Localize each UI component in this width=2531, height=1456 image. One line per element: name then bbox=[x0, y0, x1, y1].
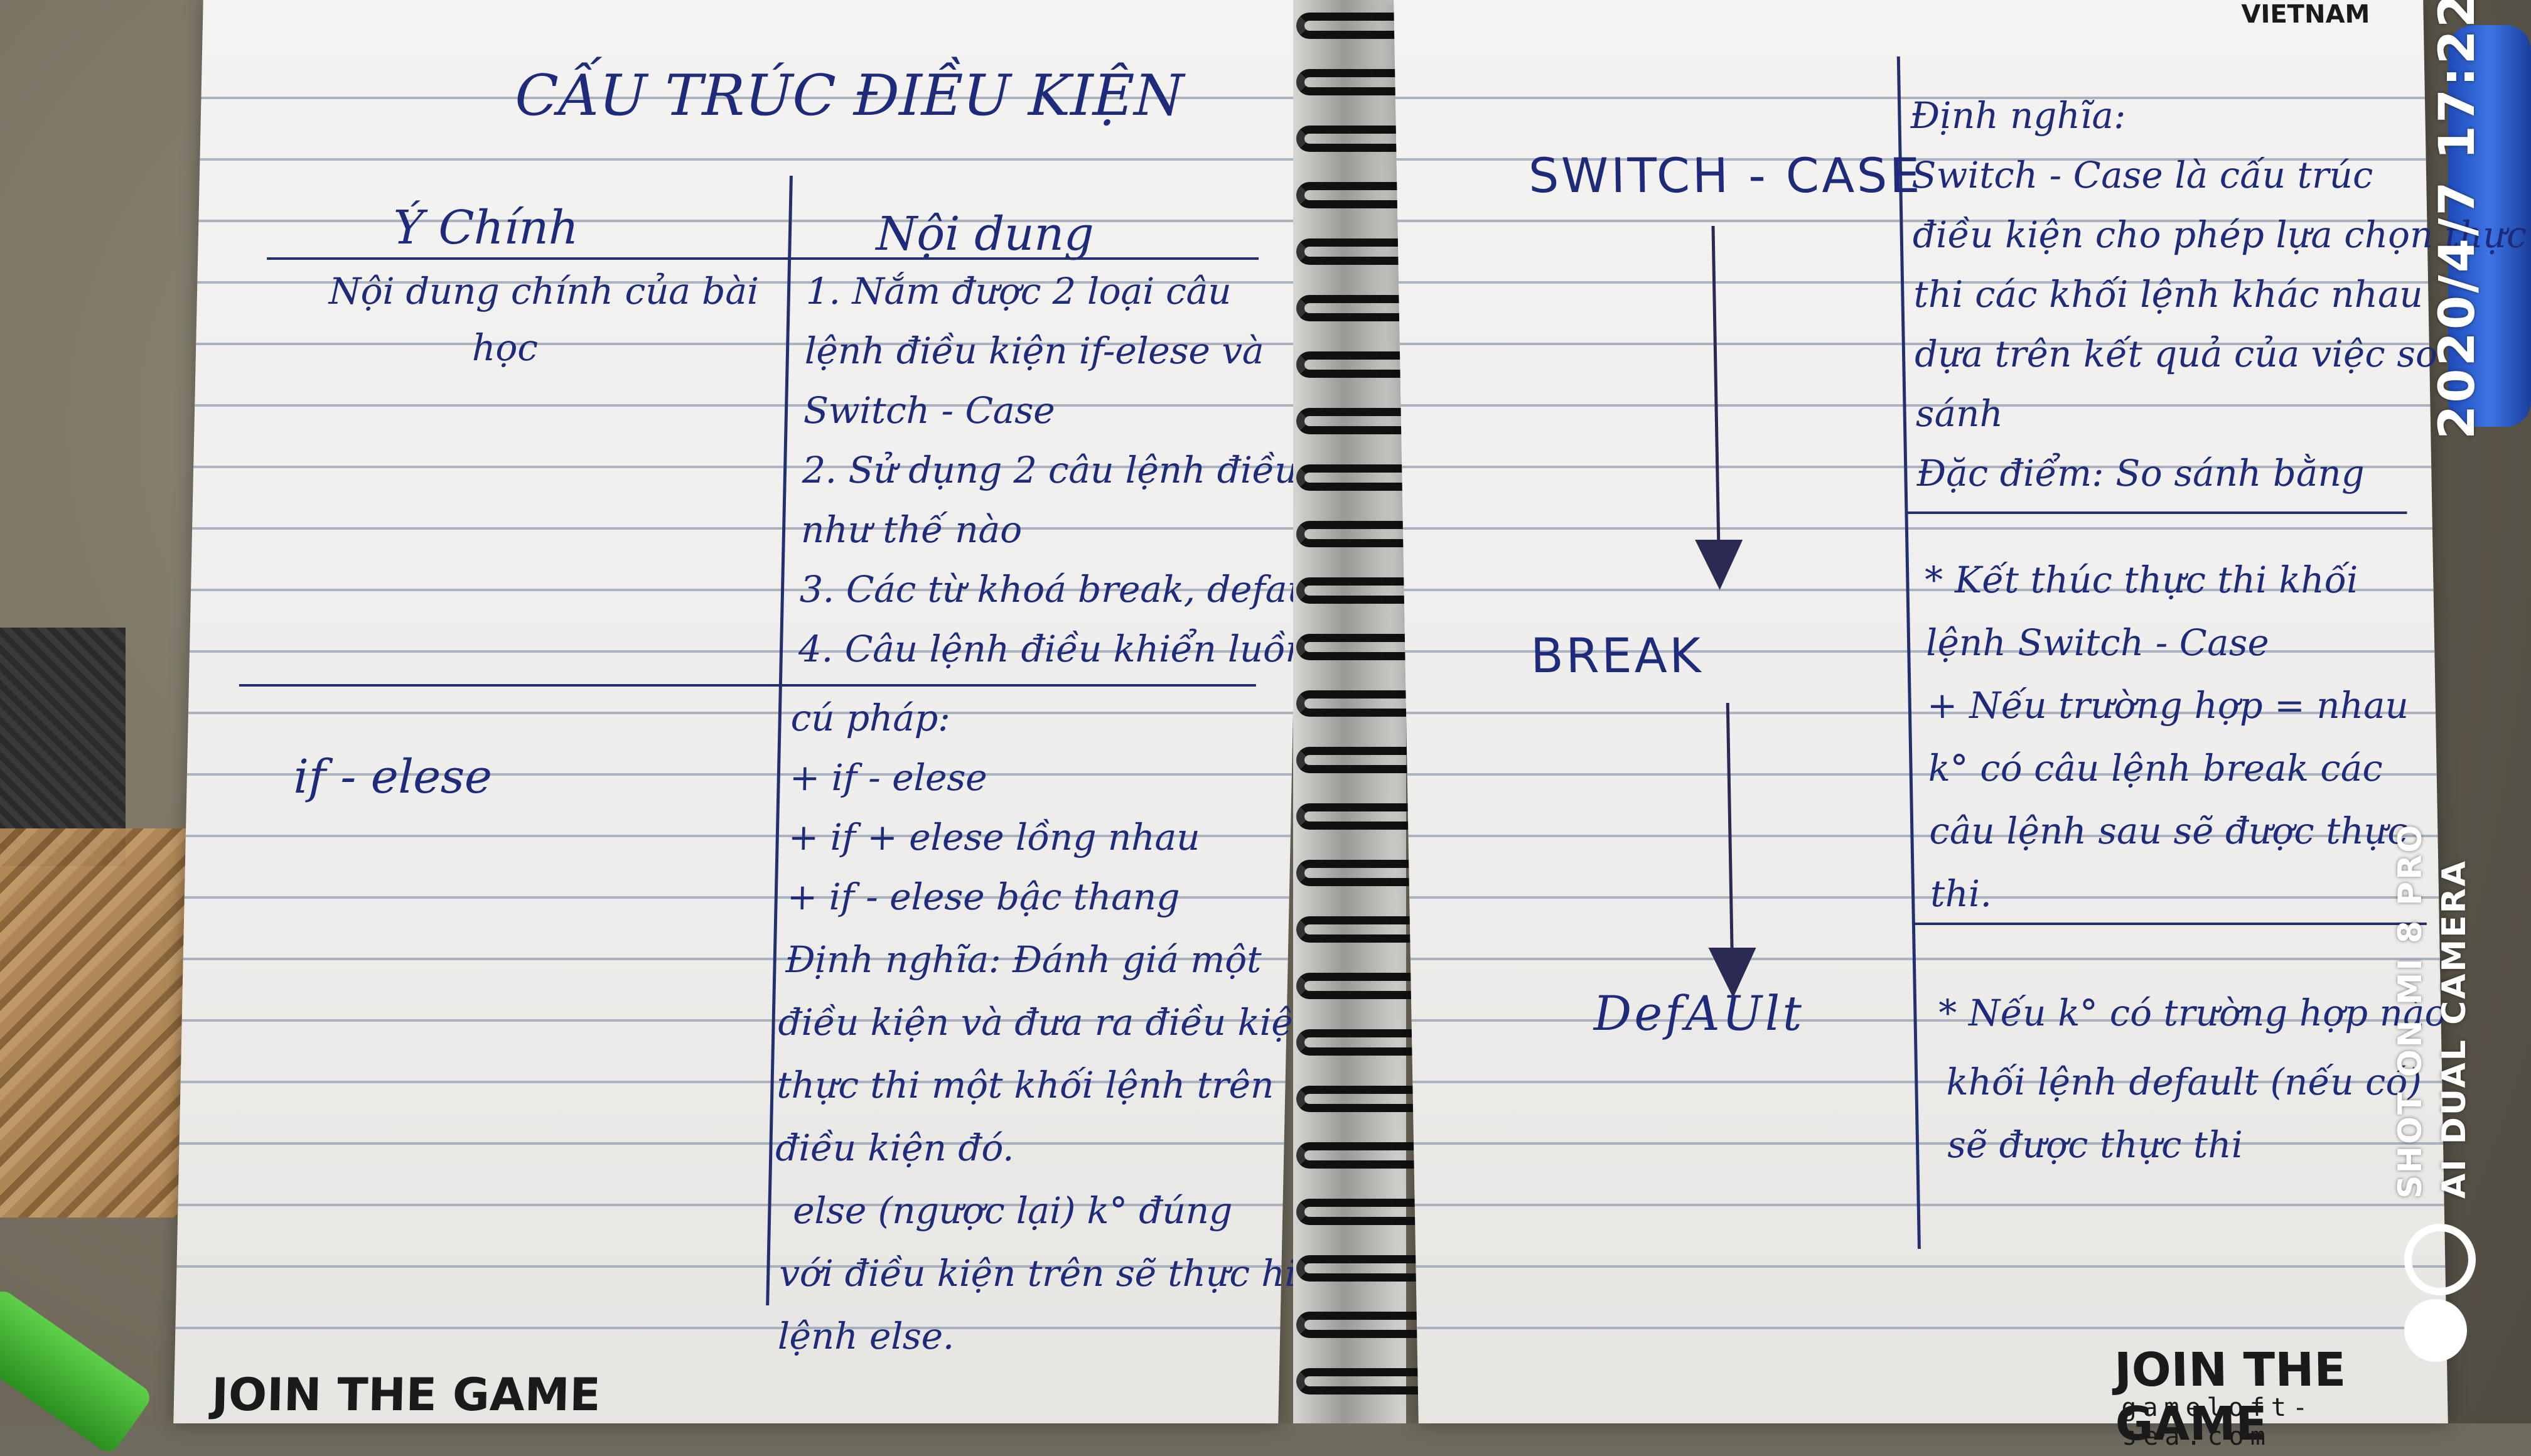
spiral-coil bbox=[1296, 351, 1431, 378]
content-line: + if + elese lồng nhau bbox=[788, 816, 1201, 859]
content-line: + if - elese bậc thang bbox=[787, 875, 1181, 918]
break-line: k° có câu lệnh break các bbox=[1927, 747, 2383, 790]
camera-logo-dot-icon bbox=[2404, 1299, 2467, 1362]
header-underline bbox=[267, 257, 1259, 260]
content-line: với điều kiện trên sẽ thực hiện bbox=[778, 1252, 1342, 1295]
notebook-right-page: VIETNAM SWITCH - CASE BREAK DefAUlt Định… bbox=[1394, 0, 2527, 1451]
section-divider bbox=[1905, 511, 2407, 514]
definition-line: Định nghĩa: bbox=[1910, 94, 2127, 137]
label-break: BREAK bbox=[1530, 628, 1704, 683]
spiral-coil bbox=[1296, 1368, 1431, 1394]
spiral-coil bbox=[1296, 1086, 1431, 1112]
brand-header-tag: VIETNAM bbox=[2241, 0, 2370, 29]
content-line: điều kiện đó. bbox=[775, 1127, 1015, 1169]
definition-line: Switch - Case là cấu trúc bbox=[1911, 154, 2373, 196]
content-line: 1. Nắm được 2 loại câu bbox=[805, 270, 1232, 313]
spiral-coil bbox=[1296, 860, 1431, 886]
ruled-lines bbox=[174, 38, 1308, 1373]
spiral-coil bbox=[1296, 577, 1431, 604]
main-idea-1-line1: Nội dung chính của bài bbox=[328, 270, 760, 313]
camera-watermark-line2: AI DUAL CAMERA bbox=[2436, 859, 2473, 1199]
camera-logo-icon bbox=[2404, 1224, 2476, 1295]
spiral-coil bbox=[1296, 1199, 1431, 1225]
default-line: * Nếu k° có trường hợp nào bbox=[1938, 992, 2447, 1034]
camera-watermark-line1: SHOT ON MI 8 PRO bbox=[2392, 823, 2429, 1199]
content-line: Định nghĩa: Đánh giá một bbox=[785, 938, 1262, 981]
content-line: lệnh điều kiện if-elese và bbox=[804, 329, 1265, 372]
definition-line: thi các khối lệnh khác nhau bbox=[1913, 273, 2424, 316]
brand-join-the-game: JOIN THE GAME bbox=[211, 1368, 601, 1421]
main-idea-1-line2: học bbox=[471, 326, 539, 369]
label-default: DefAUlt bbox=[1593, 985, 1805, 1041]
default-line: sẽ được thực thi bbox=[1947, 1123, 2244, 1166]
definition-line: dựa trên kết quả của việc so bbox=[1914, 333, 2438, 375]
break-line: câu lệnh sau sẽ được thực bbox=[1928, 810, 2409, 852]
spiral-coil bbox=[1296, 1029, 1431, 1056]
break-line: + Nếu trường hợp = nhau bbox=[1926, 684, 2409, 727]
definition-line: Đặc điểm: So sánh bằng bbox=[1916, 452, 2365, 495]
content-line: thực thi một khối lệnh trên bbox=[776, 1064, 1275, 1106]
spiral-coil bbox=[1296, 916, 1431, 943]
content-line: + if - elese bbox=[789, 756, 988, 799]
break-line: * Kết thúc thực thi khối bbox=[1924, 559, 2359, 601]
spiral-coil bbox=[1296, 1142, 1431, 1169]
content-line: như thế nào bbox=[800, 508, 1023, 551]
page-title: CẤU TRÚC ĐIỀU KIỆN bbox=[514, 63, 1185, 129]
timestamp-watermark: 2020/4/7 17:22 bbox=[2429, 0, 2486, 439]
spiral-coil bbox=[1296, 1255, 1431, 1282]
background-wicker-box bbox=[0, 828, 188, 1218]
break-line: lệnh Switch - Case bbox=[1925, 621, 2270, 664]
spiral-coil bbox=[1296, 1312, 1431, 1338]
break-line: thi. bbox=[1930, 872, 1992, 915]
column-header-main-idea: Ý Chính bbox=[392, 201, 579, 255]
content-line: lệnh else. bbox=[777, 1315, 955, 1357]
content-line: Switch - Case bbox=[803, 389, 1056, 432]
main-idea-2: if - elese bbox=[293, 750, 493, 804]
notebook-left-page: CẤU TRÚC ĐIỀU KIỆN Ý Chính Nội dung Nội … bbox=[173, 0, 1389, 1423]
background-dark-object bbox=[0, 628, 126, 866]
content-line: 3. Các từ khoá break, default bbox=[799, 568, 1338, 611]
content-line: 4. Câu lệnh điều khiển luồng bbox=[798, 628, 1333, 670]
definition-line: sánh bbox=[1915, 392, 2004, 435]
blue-pen bbox=[2448, 25, 2531, 427]
section-divider bbox=[1911, 923, 2427, 925]
label-switch-case: SWITCH - CASE bbox=[1528, 147, 1923, 203]
content-line: điều kiện và đưa ra điều kiện bbox=[777, 1001, 1317, 1044]
arrow-down-icon bbox=[1695, 540, 1744, 590]
brand-url: gameloft-sea.com bbox=[2120, 1393, 2314, 1451]
column-header-content: Nội dung bbox=[876, 207, 1095, 261]
section-divider bbox=[239, 684, 1256, 687]
spiral-coil bbox=[1296, 973, 1431, 999]
default-line: khối lệnh default (nếu có) bbox=[1945, 1061, 2422, 1103]
content-line: else (ngược lại) k° đúng bbox=[792, 1189, 1233, 1232]
content-line: cú pháp: bbox=[790, 697, 951, 739]
